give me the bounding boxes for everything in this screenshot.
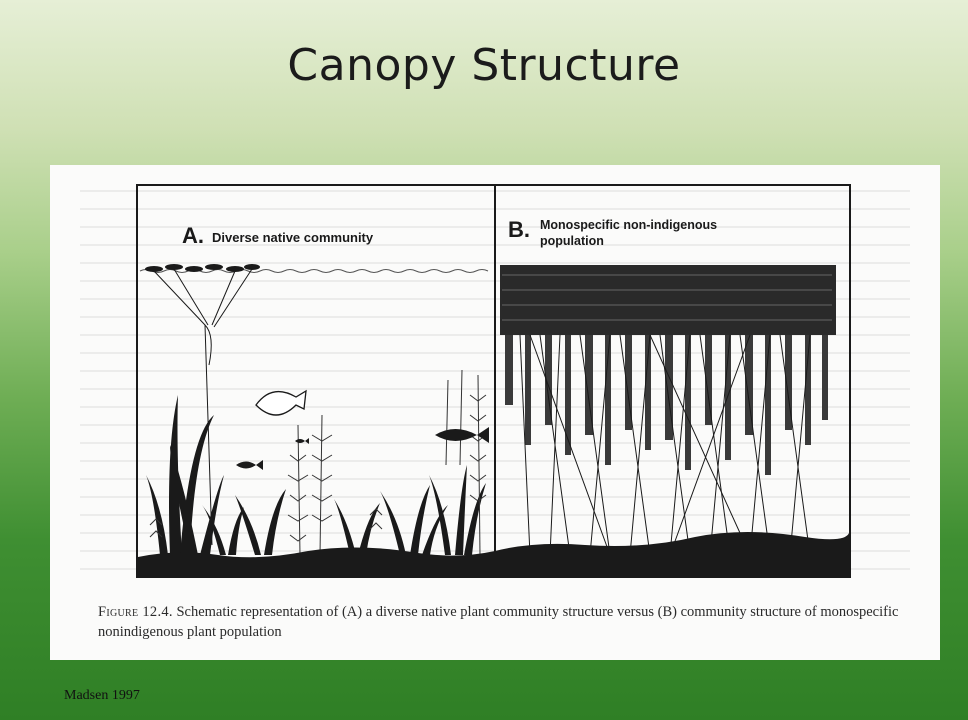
strap-leaves [146, 395, 224, 555]
panel-b-label-line2: population [540, 234, 604, 248]
slide-title: Canopy Structure [0, 40, 968, 91]
panel-a-letter: A. [182, 223, 204, 248]
panel-b-label-line1: Monospecific non-indigenous [540, 218, 717, 232]
canopy-fringe [505, 335, 828, 475]
fish-outline [256, 391, 306, 415]
fish-dark-large [435, 427, 489, 443]
figure-caption: Figure 12.4. Schematic representation of… [98, 602, 938, 642]
figure-illustration: A. Diverse native community [50, 165, 940, 595]
figure-caption-text: Schematic representation of (A) a divers… [98, 604, 898, 640]
floating-leaves [145, 264, 260, 272]
panel-b-letter: B. [508, 217, 530, 242]
panel-b: B. Monospecific non-indigenous populatio… [500, 217, 836, 555]
citation: Madsen 1997 [64, 688, 140, 704]
panel-a-label: Diverse native community [212, 230, 374, 245]
figure-caption-label: Figure 12.4. [98, 604, 173, 620]
figure-card: A. Diverse native community [50, 165, 940, 660]
fish-group [236, 391, 489, 470]
